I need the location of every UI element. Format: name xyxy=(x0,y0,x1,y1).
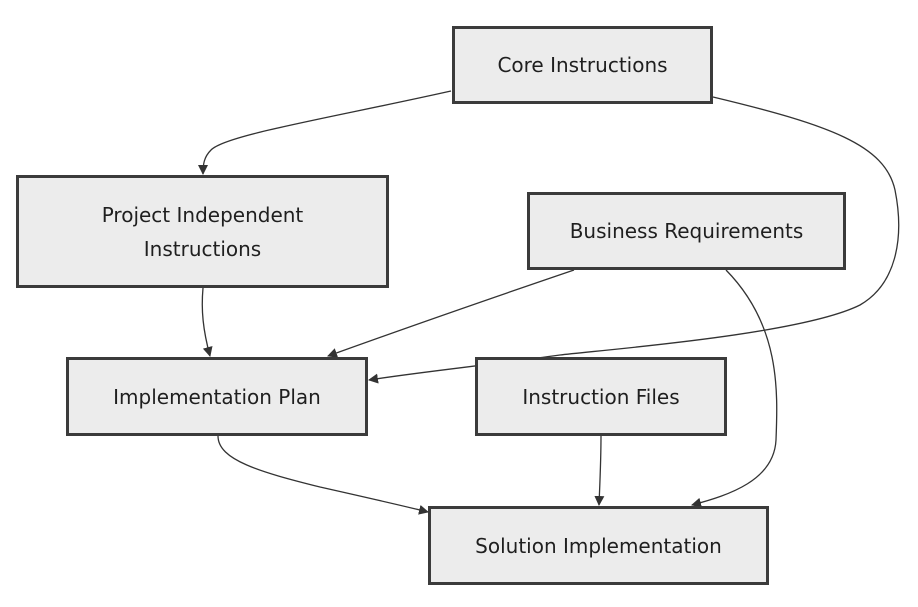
node-solution-implementation: Solution Implementation xyxy=(428,506,769,585)
node-project-independent-instructions: Project Independent Instructions xyxy=(16,175,389,288)
edge-files-to-solution xyxy=(594,435,605,506)
node-business-requirements: Business Requirements xyxy=(527,192,846,270)
node-implementation-plan-label: Implementation Plan xyxy=(113,384,321,409)
edge-business-to-impl xyxy=(327,269,575,358)
node-implementation-plan: Implementation Plan xyxy=(66,357,368,436)
node-project-independent-instructions-label: Project Independent Instructions xyxy=(102,198,304,266)
node-core-instructions: Core Instructions xyxy=(452,26,713,104)
node-project-label-line-2: Instructions xyxy=(143,236,262,261)
node-core-instructions-label: Core Instructions xyxy=(497,53,668,77)
edge-impl-to-solution xyxy=(217,435,429,515)
edge-project-to-impl xyxy=(201,287,213,357)
node-solution-implementation-label: Solution Implementation xyxy=(475,533,722,558)
edge-core-to-project xyxy=(198,90,452,175)
edge-business-to-solution xyxy=(691,269,778,508)
node-project-label-line-1: Project Independent xyxy=(101,202,304,227)
node-instruction-files-label: Instruction Files xyxy=(522,384,680,409)
node-instruction-files: Instruction Files xyxy=(475,357,727,436)
node-business-requirements-label: Business Requirements xyxy=(569,219,804,243)
